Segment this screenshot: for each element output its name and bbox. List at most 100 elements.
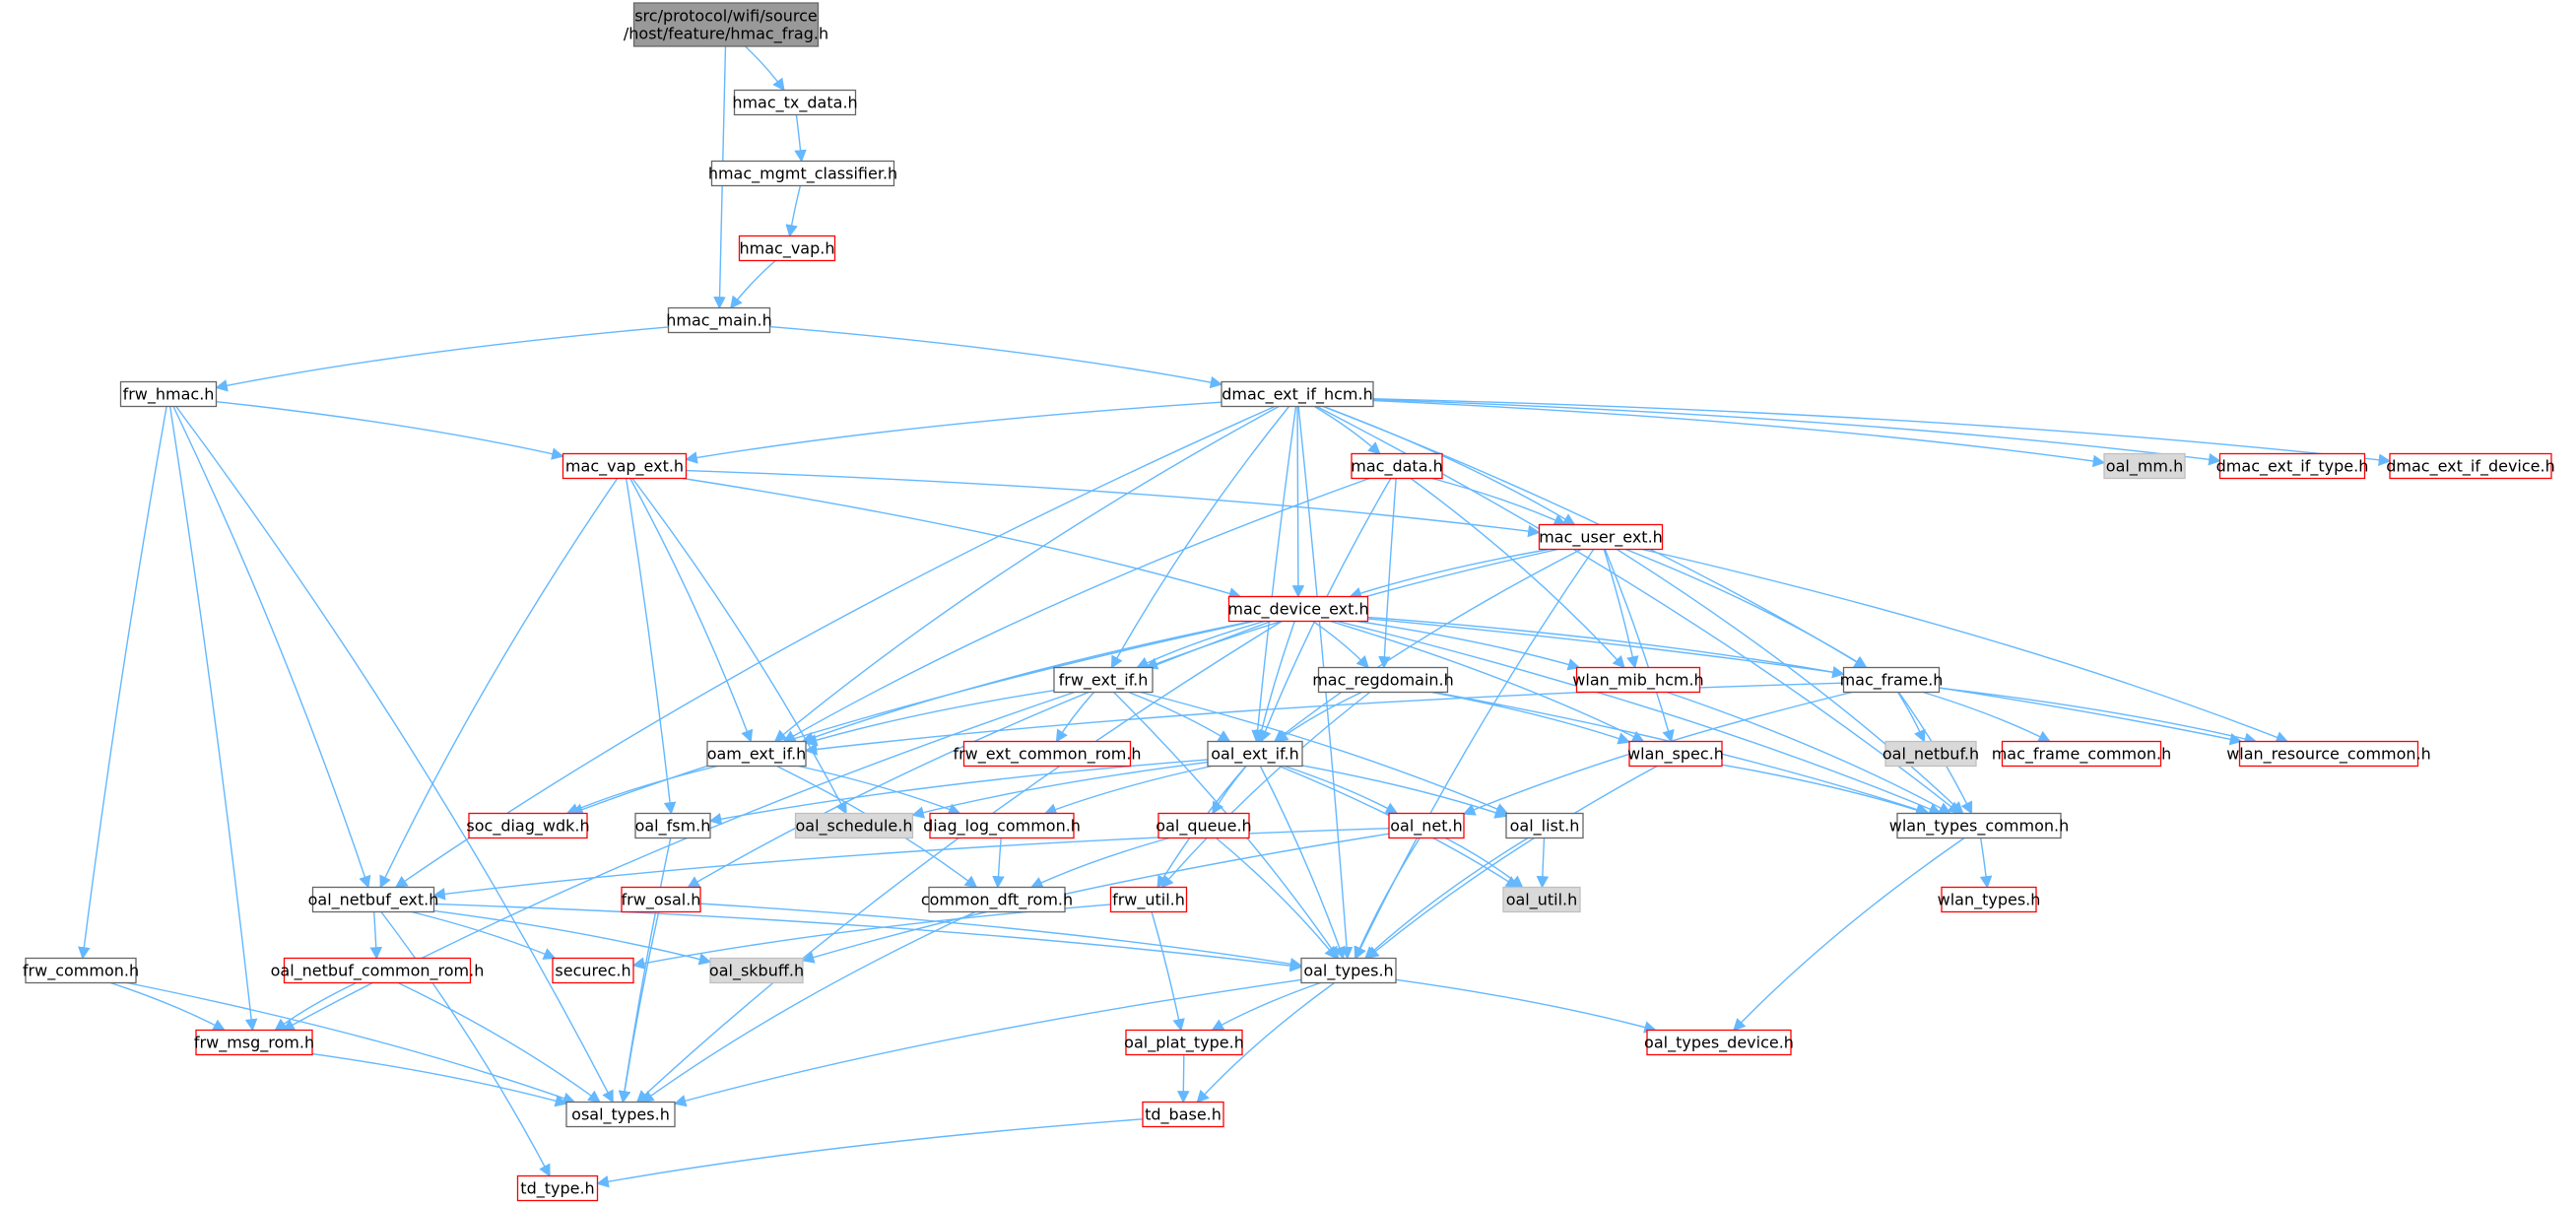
node-label: securec.h (555, 962, 630, 980)
node-securec[interactable]: securec.h (552, 957, 634, 984)
node-oal-netbuf-common-rom[interactable]: oal_netbuf_common_rom.h (271, 957, 485, 984)
node-hmac-vap[interactable]: hmac_vap.h (738, 234, 836, 262)
node-wlan-types[interactable]: wlan_types.h (1938, 886, 2041, 913)
edge-frw-msg-rom-to-osal-types (311, 1052, 568, 1107)
node-label: oal_netbuf_common_rom.h (271, 962, 485, 981)
node-mac-vap-ext[interactable]: mac_vap_ext.h (561, 452, 688, 480)
node-box (516, 1174, 599, 1202)
node-box (552, 957, 634, 984)
node-frw-common[interactable]: frw_common.h (23, 957, 139, 984)
node-box (1125, 1029, 1243, 1056)
node-label: td_base.h (1145, 1106, 1222, 1125)
node-label: /host/feature/hmac_frag.h (624, 25, 828, 44)
nodes-layer: src/protocol/wifi/source/host/feature/hm… (23, 2, 2555, 1202)
node-hmac-main[interactable]: hmac_main.h (666, 306, 772, 334)
node-mac-frame-common[interactable]: mac_frame_common.h (1992, 740, 2172, 768)
node-oal-plat-type[interactable]: oal_plat_type.h (1124, 1029, 1244, 1056)
node-oal-ext-if[interactable]: oal_ext_if.h (1207, 740, 1303, 768)
node-frw-osal[interactable]: frw_osal.h (621, 886, 701, 913)
node-label: frw_common.h (23, 962, 139, 981)
node-box (1157, 812, 1250, 839)
node-dmac-ext-if-hcm[interactable]: dmac_ext_if_hcm.h (1221, 380, 1374, 408)
edge-wlan-types-common-to-oal-types-device (1733, 837, 1965, 1032)
node-oal-skbuff[interactable]: oal_skbuff.h (709, 957, 804, 984)
node-label: mac_device_ext.h (1227, 600, 1368, 620)
node-oal-netbuf[interactable]: oal_netbuf.h (1882, 740, 1979, 768)
node-box (1300, 957, 1397, 984)
node-box (1538, 523, 1664, 551)
edge-mac-vap-ext-to-oal-netbuf-ext (379, 478, 619, 889)
node-dmac-ext-if-device[interactable]: dmac_ext_if_device.h (2386, 452, 2555, 480)
node-oal-types-device[interactable]: oal_types_device.h (1644, 1029, 1794, 1056)
edge-dmac-ext-if-hcm-to-oam-ext-if (773, 405, 1280, 743)
node-label: oal_util.h (1506, 891, 1578, 910)
node-box (733, 89, 857, 116)
node-diag-log-common[interactable]: diag_log_common.h (923, 812, 1081, 839)
edge-mac-user-ext-to-wlan-resource-common (1641, 548, 2289, 744)
node-box (1842, 666, 1941, 694)
node-wlan-mib-hcm[interactable]: wlan_mib_hcm.h (1572, 666, 1704, 694)
node-common-dft-rom[interactable]: common_dft_rom.h (921, 886, 1073, 913)
node-oal-mm[interactable]: oal_mm.h (2103, 452, 2186, 480)
edge-frw-ext-if-to-oam-ext-if (804, 689, 1055, 747)
edge-oal-ext-if-to-oal-fsm (708, 759, 1209, 826)
node-oal-netbuf-ext[interactable]: oal_netbuf_ext.h (308, 886, 439, 913)
edge-mac-user-ext-to-oal-ext-if (1273, 548, 1582, 743)
edge-mac-vap-ext-to-mac-device-ext (682, 477, 1242, 600)
node-hmac-tx-data[interactable]: hmac_tx_data.h (732, 89, 858, 116)
node-label: mac_data.h (1351, 457, 1442, 477)
node-td-type[interactable]: td_type.h (516, 1174, 599, 1202)
node-label: osal_types.h (571, 1106, 670, 1125)
node-oal-types[interactable]: oal_types.h (1300, 957, 1397, 984)
node-label: oal_ext_if.h (1211, 745, 1298, 765)
node-frw-ext-if[interactable]: frw_ext_if.h (1053, 666, 1154, 694)
edge-dmac-ext-if-hcm-to-oal-mm (1372, 399, 2106, 468)
node-mac-regdomain[interactable]: mac_regdomain.h (1312, 666, 1454, 694)
edge-mac-frame-to-wlan-resource-common (1939, 687, 2258, 745)
edge-mac-device-ext-to-wlan-mib-hcm (1356, 620, 1581, 671)
node-box (25, 957, 137, 984)
edge-mac-data-to-mac-regdomain (1378, 478, 1397, 669)
edge-frw-hmac-to-frw-msg-rom (168, 406, 258, 1032)
node-oal-list[interactable]: oal_list.h (1505, 812, 1584, 839)
node-td-base[interactable]: td_base.h (1142, 1101, 1224, 1128)
node-label: wlan_types_common.h (1889, 817, 2069, 837)
node-root[interactable]: src/protocol/wifi/source/host/feature/hm… (624, 2, 828, 47)
node-frw-msg-rom[interactable]: frw_msg_rom.h (194, 1029, 314, 1056)
node-mac-device-ext[interactable]: mac_device_ext.h (1227, 595, 1369, 623)
edge-oal-list-to-oal-types (1363, 837, 1529, 960)
node-mac-data[interactable]: mac_data.h (1351, 452, 1443, 480)
node-frw-hmac[interactable]: frw_hmac.h (119, 380, 218, 408)
node-box (195, 1029, 313, 1056)
node-label: oal_skbuff.h (709, 962, 804, 981)
node-frw-ext-common-rom[interactable]: frw_ext_common_rom.h (953, 740, 1142, 768)
node-oal-net[interactable]: oal_net.h (1388, 812, 1465, 839)
node-oal-queue[interactable]: oal_queue.h (1156, 812, 1252, 839)
node-mac-frame[interactable]: mac_frame.h (1840, 666, 1944, 694)
edge-oam-ext-if-to-soc-diag-wdk (565, 765, 718, 815)
node-label: hmac_vap.h (740, 239, 835, 259)
node-oal-fsm[interactable]: oal_fsm.h (634, 812, 711, 839)
edge-mac-regdomain-to-oal-ext-if (1275, 691, 1362, 743)
node-label: wlan_spec.h (1627, 745, 1724, 765)
node-soc-diag-wdk[interactable]: soc_diag_wdk.h (466, 812, 590, 839)
node-wlan-resource-common[interactable]: wlan_resource_common.h (2226, 740, 2431, 768)
node-mac-user-ext[interactable]: mac_user_ext.h (1538, 523, 1664, 551)
edge-frw-hmac-to-mac-vap-ext (216, 400, 564, 460)
edge-mac-device-ext-to-wlan-resource-common (1367, 618, 2243, 746)
node-oam-ext-if[interactable]: oam_ext_if.h (706, 740, 807, 768)
node-wlan-types-common[interactable]: wlan_types_common.h (1889, 812, 2069, 839)
node-oal-util[interactable]: oal_util.h (1502, 886, 1581, 913)
edge-oal-ext-if-to-oal-list (1301, 765, 1508, 819)
node-oal-schedule[interactable]: oal_schedule.h (794, 812, 914, 839)
node-frw-util[interactable]: frw_util.h (1109, 886, 1188, 913)
node-dmac-ext-if-type[interactable]: dmac_ext_if_type.h (2216, 452, 2369, 480)
node-box (1941, 886, 2037, 913)
node-osal-types[interactable]: osal_types.h (565, 1101, 676, 1128)
node-box (667, 306, 771, 334)
node-box (2238, 740, 2419, 768)
node-wlan-spec[interactable]: wlan_spec.h (1627, 740, 1724, 768)
node-hmac-mgmt-classifier[interactable]: hmac_mgmt_classifier.h (708, 160, 897, 187)
edge-oal-netbuf-common-rom-to-osal-types (397, 981, 601, 1104)
